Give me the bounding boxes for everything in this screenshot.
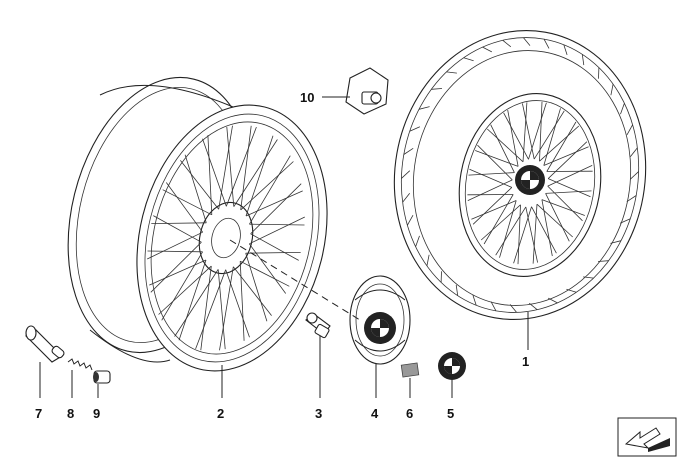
emblem-part[interactable] — [438, 352, 466, 380]
callout-3: 3 — [315, 406, 322, 421]
valve-spring-part[interactable] — [67, 358, 93, 371]
hub-cap-part[interactable] — [349, 275, 411, 365]
callout-7: 7 — [35, 406, 42, 421]
arrow-icon — [617, 417, 677, 457]
callout-5: 5 — [447, 406, 454, 421]
anti-theft-nut-part[interactable] — [345, 67, 389, 115]
valve-part[interactable] — [25, 325, 65, 363]
wheel-tire-part[interactable] — [372, 10, 669, 339]
sticker-part[interactable] — [400, 362, 420, 378]
valve-cap-part[interactable] — [93, 370, 111, 384]
callout-10: 10 — [300, 90, 314, 105]
wheel-bolt-part[interactable] — [305, 312, 331, 339]
callout-4: 4 — [371, 406, 379, 421]
assembly-line — [229, 239, 361, 321]
callout-1: 1 — [522, 354, 529, 369]
callout-8: 8 — [67, 406, 74, 421]
callout-2: 2 — [217, 406, 224, 421]
callout-6: 6 — [406, 406, 413, 421]
leader-lines — [39, 96, 529, 398]
callout-labels: 1 2 3 4 5 6 7 8 9 10 — [35, 90, 529, 421]
callout-9: 9 — [93, 406, 100, 421]
rim-part[interactable] — [41, 58, 354, 391]
wheel-center-logo — [515, 165, 545, 195]
